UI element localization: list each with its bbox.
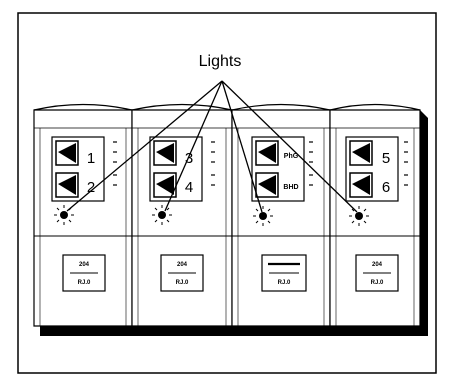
callout-leader-line: [221, 80, 358, 213]
slot-number: 4: [185, 179, 193, 196]
slot-number: 6: [382, 179, 390, 196]
status-light: [60, 211, 68, 219]
light-glow-icon: [152, 205, 172, 225]
status-light: [259, 212, 267, 220]
module-label-line: 204: [79, 262, 90, 268]
slot-number: PhG: [284, 153, 299, 160]
slot-number: BHD: [283, 184, 298, 191]
callout-leader-line: [66, 80, 223, 212]
status-light: [355, 212, 363, 220]
callout-leader-line: [164, 80, 223, 212]
callout-leader-line: [221, 80, 263, 213]
cabinet-shadow: [40, 110, 428, 336]
slot-number: 1: [87, 150, 95, 167]
module-2: 3 4 204 RJ.0: [131, 103, 233, 327]
slot-number: 5: [382, 150, 390, 167]
module-label-line: RJ.0: [78, 280, 91, 286]
module-label-line: 204: [372, 262, 383, 268]
module-label-line: RJ.0: [176, 280, 189, 286]
module-4: 5 6 204 RJ.0: [329, 103, 421, 327]
slot-number: 3: [185, 150, 193, 167]
module-label-line: RJ.0: [278, 280, 291, 286]
module-rack: 1 2 204 RJ.0: [33, 103, 421, 327]
module-label-line: RJ.0: [371, 280, 384, 286]
status-light: [158, 211, 166, 219]
light-glow-icon: [253, 206, 273, 226]
module-1: 1 2 204 RJ.0: [33, 103, 133, 327]
callout-label: Lights: [199, 53, 242, 70]
light-glow-icon: [349, 206, 369, 226]
callout-leader-lines: [66, 80, 358, 213]
module-label-line: 204: [177, 262, 188, 268]
slot-number: 2: [87, 179, 95, 196]
